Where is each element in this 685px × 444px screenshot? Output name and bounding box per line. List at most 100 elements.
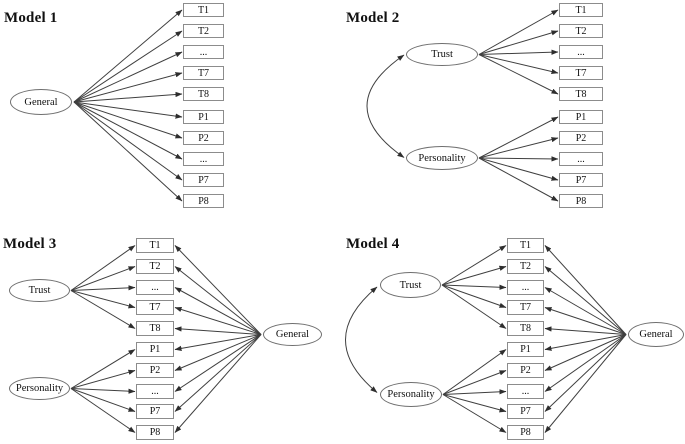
loading-arrow — [70, 388, 136, 412]
model-3-title: Model 3 — [3, 236, 57, 252]
indicator-box-p7: P7 — [136, 404, 174, 419]
latent-ellipse-trust: Trust — [9, 279, 70, 302]
loading-arrow — [544, 326, 627, 335]
loading-arrow — [544, 307, 627, 335]
latent-ellipse-trust: Trust — [406, 43, 478, 66]
loading-arrow — [70, 388, 136, 433]
loading-arrow — [174, 266, 262, 335]
loading-arrow — [442, 394, 507, 413]
indicator-box-ellipsis: ... — [507, 384, 544, 399]
loading-arrow — [174, 334, 262, 351]
model-2-title: Model 2 — [346, 10, 400, 26]
indicator-box-ellipsis: ... — [559, 152, 603, 166]
loading-arrow — [544, 266, 627, 335]
loading-arrow — [73, 72, 183, 103]
indicator-box-p7: P7 — [507, 404, 544, 419]
loading-arrow — [73, 51, 183, 103]
loading-arrow — [174, 326, 262, 335]
loading-arrow — [174, 245, 262, 335]
loading-arrow — [174, 306, 262, 335]
loading-arrow — [70, 266, 136, 291]
indicator-box-t1: T1 — [136, 238, 174, 253]
loading-arrow — [478, 137, 559, 159]
loading-arrow — [70, 290, 136, 309]
latent-ellipse-personality: Personality — [9, 377, 70, 400]
loading-arrow — [544, 334, 627, 371]
indicator-box-t8: T8 — [183, 87, 224, 101]
loading-arrow — [174, 334, 262, 433]
indicator-box-p1: P1 — [507, 342, 544, 357]
loading-arrow — [70, 369, 136, 389]
latent-ellipse-general: General — [628, 322, 684, 347]
indicator-box-t1: T1 — [559, 3, 603, 17]
loading-arrow — [70, 388, 136, 394]
loading-arrow — [478, 156, 559, 162]
loading-arrow — [478, 157, 559, 181]
indicator-box-ellipsis: ... — [136, 384, 174, 399]
indicator-box-ellipsis: ... — [507, 280, 544, 295]
indicator-box-p1: P1 — [136, 342, 174, 357]
loading-arrow — [174, 334, 262, 371]
loading-arrow — [478, 30, 559, 55]
loading-arrow — [73, 9, 183, 103]
loading-arrow — [544, 245, 627, 335]
loading-arrow — [544, 334, 627, 433]
loading-arrow — [73, 101, 183, 160]
model-4-title: Model 4 — [346, 236, 400, 252]
latent-ellipse-personality: Personality — [406, 146, 478, 170]
loading-arrow — [478, 49, 559, 55]
indicator-box-ellipsis: ... — [136, 280, 174, 295]
loading-arrow — [442, 394, 507, 433]
loading-arrow — [441, 284, 507, 290]
latent-ellipse-trust: Trust — [380, 272, 441, 298]
loading-arrow — [70, 245, 136, 291]
loading-arrow — [441, 245, 507, 286]
indicator-box-t2: T2 — [183, 24, 224, 38]
loading-arrow — [174, 287, 262, 335]
loading-arrow — [478, 157, 559, 202]
loading-arrow — [441, 284, 507, 308]
indicator-box-t8: T8 — [136, 321, 174, 336]
loading-arrow — [70, 285, 136, 291]
loading-arrow — [73, 101, 183, 139]
loading-arrow — [442, 389, 507, 395]
indicator-box-p7: P7 — [559, 173, 603, 187]
indicator-box-t7: T7 — [507, 300, 544, 315]
indicator-box-p2: P2 — [507, 363, 544, 378]
indicator-box-t2: T2 — [559, 24, 603, 38]
indicator-box-t7: T7 — [559, 66, 603, 80]
indicator-box-t7: T7 — [183, 66, 224, 80]
indicator-box-p1: P1 — [559, 110, 603, 124]
indicator-box-p2: P2 — [183, 131, 224, 145]
covariance-arrow — [366, 54, 405, 158]
covariance-arrow — [345, 286, 378, 393]
loading-arrow — [544, 334, 627, 351]
indicator-box-t1: T1 — [507, 238, 544, 253]
loading-arrow — [73, 101, 183, 119]
indicator-box-p8: P8 — [559, 194, 603, 208]
model-1-title: Model 1 — [4, 10, 58, 26]
latent-ellipse-general: General — [263, 323, 322, 346]
indicator-box-p8: P8 — [136, 425, 174, 440]
loading-arrow — [478, 116, 559, 159]
loading-arrow — [441, 284, 507, 329]
loading-arrow — [478, 54, 559, 95]
loading-arrow — [544, 334, 627, 392]
indicator-box-p7: P7 — [183, 173, 224, 187]
loading-arrow — [70, 290, 136, 329]
loading-arrow — [478, 9, 559, 55]
loading-arrow — [73, 91, 183, 103]
loading-arrow — [478, 54, 559, 75]
indicator-box-ellipsis: ... — [183, 152, 224, 166]
loading-arrow — [544, 287, 627, 335]
loading-arrow — [70, 349, 136, 389]
loading-arrow — [442, 349, 507, 395]
loading-arrow — [544, 334, 627, 412]
indicator-box-t1: T1 — [183, 3, 224, 17]
loading-arrow — [73, 101, 183, 202]
indicator-box-ellipsis: ... — [559, 45, 603, 59]
loading-arrow — [442, 370, 507, 395]
loading-arrow — [441, 265, 507, 286]
latent-ellipse-personality: Personality — [380, 382, 442, 407]
